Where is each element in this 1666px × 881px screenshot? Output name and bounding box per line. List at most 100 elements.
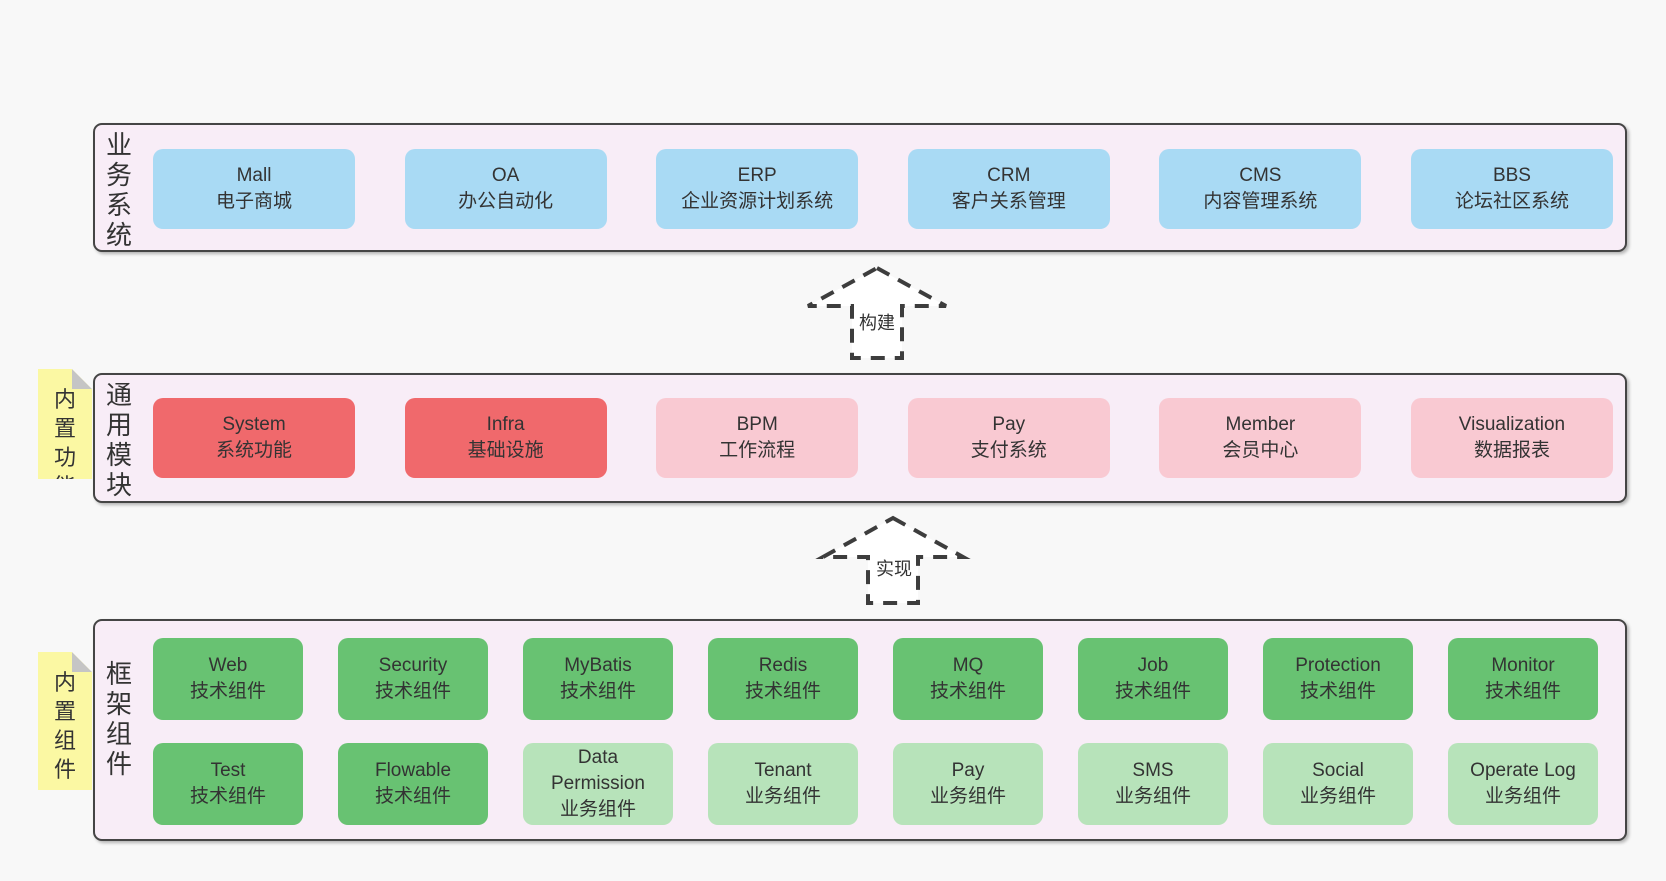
box-subtitle: 业务组件 bbox=[1299, 786, 1376, 807]
box-security: Security 技术组件 bbox=[338, 638, 488, 720]
box-title: Web bbox=[208, 655, 248, 676]
box-title: Tenant bbox=[754, 760, 812, 781]
box-subtitle: 技术组件 bbox=[374, 786, 451, 807]
box-subtitle: 技术组件 bbox=[1299, 681, 1376, 702]
box-subtitle: 企业资源计划系统 bbox=[681, 191, 834, 212]
box-social: Social 业务组件 bbox=[1263, 743, 1413, 825]
box-monitor: Monitor 技术组件 bbox=[1448, 638, 1598, 720]
box-subtitle: 论坛社区系统 bbox=[1454, 191, 1569, 212]
box-crm: CRM 客户关系管理 bbox=[907, 149, 1110, 229]
box-subtitle: 技术组件 bbox=[929, 681, 1006, 702]
box-title: Infra bbox=[486, 414, 525, 435]
layer-common-modules: 通用模块 System 系统功能 Infra 基础设施 BPM 工作流程 Pay… bbox=[93, 373, 1627, 503]
box-subtitle: 支付系统 bbox=[970, 440, 1047, 461]
layer-business-systems: 业务系统 Mall 电子商城 OA 办公自动化 ERP 企业资源计划系统 CRM… bbox=[93, 123, 1627, 252]
box-title: Monitor bbox=[1491, 655, 1555, 676]
box-bbs: BBS 论坛社区系统 bbox=[1410, 149, 1613, 229]
box-bpm: BPM 工作流程 bbox=[656, 398, 859, 478]
box-title: Job bbox=[1137, 655, 1169, 676]
box-subtitle: 技术组件 bbox=[559, 681, 636, 702]
box-subtitle: 业务组件 bbox=[559, 799, 636, 820]
layer-label-common-modules: 通用模块 bbox=[105, 380, 132, 500]
box-mall: Mall 电子商城 bbox=[153, 149, 355, 229]
box-protection: Protection 技术组件 bbox=[1263, 638, 1413, 720]
box-test: Test 技术组件 bbox=[153, 743, 303, 825]
box-title: Pay bbox=[992, 414, 1026, 435]
components-box-row-1: Web 技术组件 Security 技术组件 MyBatis 技术组件 Redi… bbox=[153, 638, 1598, 720]
sticky-note-built-in-features: 内置功能 bbox=[38, 369, 92, 479]
layer-label-business-systems: 业务系统 bbox=[105, 130, 132, 250]
box-subtitle: 业务组件 bbox=[929, 786, 1006, 807]
box-subtitle: 技术组件 bbox=[1114, 681, 1191, 702]
box-title: Security bbox=[378, 655, 448, 676]
layer-label-framework-components: 框架组件 bbox=[105, 659, 132, 779]
box-subtitle: 业务组件 bbox=[744, 786, 821, 807]
box-job: Job 技术组件 bbox=[1078, 638, 1228, 720]
box-title: SMS bbox=[1132, 760, 1174, 781]
box-member: Member 会员中心 bbox=[1159, 398, 1362, 478]
box-title: Pay bbox=[951, 760, 985, 781]
box-title: Social bbox=[1312, 760, 1364, 781]
box-data-permission: Data Permission 业务组件 bbox=[523, 743, 673, 825]
box-cms: CMS 内容管理系统 bbox=[1159, 149, 1362, 229]
box-tenant: Tenant 业务组件 bbox=[708, 743, 858, 825]
layer-framework-components: 框架组件 Web 技术组件 Security 技术组件 MyBatis 技术组件… bbox=[93, 619, 1627, 841]
box-title: System bbox=[222, 414, 286, 435]
box-redis: Redis 技术组件 bbox=[708, 638, 858, 720]
box-title: Member bbox=[1225, 414, 1296, 435]
box-subtitle: 系统功能 bbox=[215, 440, 292, 461]
box-subtitle: 内容管理系统 bbox=[1203, 191, 1318, 212]
box-subtitle: 数据报表 bbox=[1473, 440, 1550, 461]
box-subtitle: 技术组件 bbox=[189, 786, 266, 807]
box-subtitle: 办公自动化 bbox=[458, 191, 554, 212]
box-title: Redis bbox=[758, 655, 808, 676]
box-title: Mall bbox=[236, 165, 272, 186]
box-subtitle: 技术组件 bbox=[1484, 681, 1561, 702]
box-pay-component: Pay 业务组件 bbox=[893, 743, 1043, 825]
note-label: 内置组件 bbox=[53, 670, 76, 782]
box-infra: Infra 基础设施 bbox=[404, 398, 607, 478]
box-operate-log: Operate Log 业务组件 bbox=[1448, 743, 1598, 825]
components-box-row-2: Test 技术组件 Flowable 技术组件 Data Permission … bbox=[153, 743, 1598, 825]
arrow-label-implement: 实现 bbox=[872, 558, 916, 580]
box-subtitle: 会员中心 bbox=[1222, 440, 1299, 461]
arrow-label-build: 构建 bbox=[855, 312, 899, 334]
box-subtitle: 业务组件 bbox=[1114, 786, 1191, 807]
box-title: Operate Log bbox=[1470, 760, 1576, 781]
note-label: 内置功能 bbox=[53, 387, 76, 499]
box-title: Protection bbox=[1295, 655, 1381, 676]
box-subtitle: 工作流程 bbox=[719, 440, 796, 461]
box-title: MyBatis bbox=[564, 655, 632, 676]
box-subtitle: 技术组件 bbox=[744, 681, 821, 702]
box-title: BBS bbox=[1492, 165, 1531, 186]
box-title: Flowable bbox=[374, 760, 452, 781]
box-web: Web 技术组件 bbox=[153, 638, 303, 720]
box-title: ERP bbox=[737, 165, 777, 186]
box-erp: ERP 企业资源计划系统 bbox=[656, 149, 859, 229]
sticky-note-built-in-components: 内置组件 bbox=[38, 652, 92, 790]
box-title: Test bbox=[210, 760, 246, 781]
box-title: CMS bbox=[1239, 165, 1282, 186]
box-flowable: Flowable 技术组件 bbox=[338, 743, 488, 825]
box-visualization: Visualization 数据报表 bbox=[1410, 398, 1613, 478]
box-subtitle: 技术组件 bbox=[189, 681, 266, 702]
modules-box-row: System 系统功能 Infra 基础设施 BPM 工作流程 Pay 支付系统… bbox=[153, 398, 1613, 478]
box-title: CRM bbox=[987, 165, 1031, 186]
box-mq: MQ 技术组件 bbox=[893, 638, 1043, 720]
note-fold-corner-icon bbox=[72, 369, 92, 389]
box-subtitle: 电子商城 bbox=[215, 191, 292, 212]
box-title: MQ bbox=[952, 655, 984, 676]
box-system: System 系统功能 bbox=[153, 398, 355, 478]
box-subtitle: 基础设施 bbox=[467, 440, 544, 461]
business-box-row: Mall 电子商城 OA 办公自动化 ERP 企业资源计划系统 CRM 客户关系… bbox=[153, 149, 1613, 229]
box-title: Visualization bbox=[1458, 414, 1566, 435]
box-subtitle: 业务组件 bbox=[1484, 786, 1561, 807]
box-sms: SMS 业务组件 bbox=[1078, 743, 1228, 825]
box-title: BPM bbox=[736, 414, 778, 435]
box-title: OA bbox=[491, 165, 520, 186]
box-pay-system: Pay 支付系统 bbox=[907, 398, 1110, 478]
note-fold-corner-icon bbox=[72, 652, 92, 672]
box-oa: OA 办公自动化 bbox=[404, 149, 607, 229]
box-mybatis: MyBatis 技术组件 bbox=[523, 638, 673, 720]
